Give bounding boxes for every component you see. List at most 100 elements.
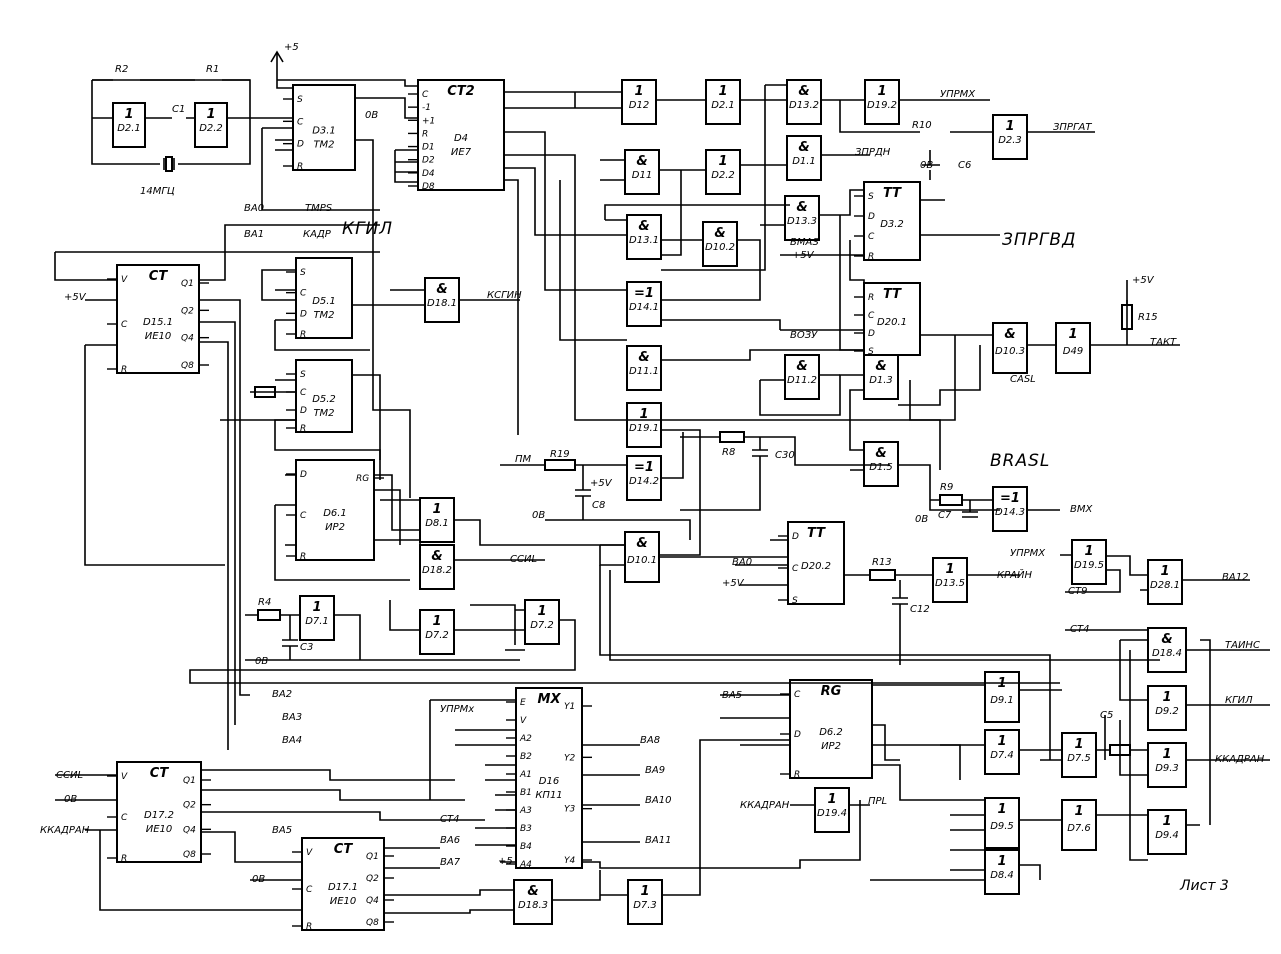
passive-label: C3 xyxy=(300,642,313,653)
component-designator: D9.1 xyxy=(990,695,1014,706)
component-designator: D11.1 xyxy=(629,366,659,377)
component-designator: D12 xyxy=(629,100,649,111)
component-body xyxy=(786,135,822,181)
signal-label: ВА5 xyxy=(722,690,742,701)
signal-label: УПРМх xyxy=(440,704,474,715)
signal-label: ЗПРДН xyxy=(855,147,891,158)
component-designator: D19.2 xyxy=(867,100,897,111)
component-designator: D20.1 xyxy=(877,317,907,328)
signal-label: ВА7 xyxy=(440,857,461,868)
component-type: 1 xyxy=(206,107,215,122)
component-designator: D15.1 xyxy=(143,317,173,328)
component-designator: D3.1 xyxy=(312,126,336,137)
pin-label: D1 xyxy=(422,143,435,153)
component-designator: ИЕ7 xyxy=(451,147,472,158)
signal-label: ККАДРАН xyxy=(740,800,790,811)
signal-label: ККАДРАН xyxy=(40,825,90,836)
pin-label: R xyxy=(300,552,306,562)
signal-label: ВА0 xyxy=(732,557,752,568)
component-designator: D10.3 xyxy=(995,346,1025,357)
component-type: 1 xyxy=(827,792,836,807)
pin-label: C xyxy=(794,690,801,700)
pin-label: C xyxy=(422,90,429,100)
signal-label: ККАДРАН xyxy=(1215,754,1265,765)
component-type: 1 xyxy=(997,854,1006,869)
pin-label: E xyxy=(520,698,526,708)
component-body xyxy=(627,879,663,925)
power-label: +5 xyxy=(284,42,299,53)
pin-label: A2 xyxy=(519,734,532,744)
signal-label: +5 xyxy=(498,856,513,867)
component-designator: D10.1 xyxy=(627,555,657,566)
component-d18_1: &D18.1 xyxy=(424,277,460,323)
component-type: 1 xyxy=(1162,747,1171,762)
pin-label: Q1 xyxy=(183,776,196,786)
signal-label: КАДР xyxy=(303,229,332,240)
component-body xyxy=(1147,559,1183,605)
component-body xyxy=(786,79,822,125)
component-type: 1 xyxy=(634,84,643,99)
component-designator: D7.1 xyxy=(305,616,329,627)
component-type: TT xyxy=(883,186,902,201)
component-designator: D2.3 xyxy=(998,135,1022,146)
pin-label: Q8 xyxy=(181,361,194,371)
component-designator: D18.1 xyxy=(427,298,457,309)
component-body xyxy=(992,322,1028,374)
component-type: 1 xyxy=(1162,814,1171,829)
signal-label: СТ4 xyxy=(1070,624,1089,635)
component-d13_2: &D13.2 xyxy=(786,79,822,125)
signal-label: ВА2 xyxy=(272,689,292,700)
signal-label: ТАКТ xyxy=(1150,337,1177,348)
component-designator: D4 xyxy=(454,133,468,144)
signal-label: ВА4 xyxy=(282,735,302,746)
pin-label: R xyxy=(868,293,874,303)
pin-label: S xyxy=(868,192,874,202)
pin-label: Q8 xyxy=(366,918,379,928)
signal-label: CASL xyxy=(1010,374,1036,385)
signal-label: СТ4 xyxy=(440,814,459,825)
pin-label: V xyxy=(121,275,128,285)
pin-label: D xyxy=(792,532,799,542)
pin-label: B3 xyxy=(520,824,532,834)
pin-label: D xyxy=(794,730,801,740)
component-body xyxy=(419,497,455,543)
component-d13_3: &D13.3 xyxy=(784,195,820,241)
component-designator: D28.1 xyxy=(1150,580,1180,591)
component-designator: D9.3 xyxy=(1155,763,1179,774)
pin-label: C xyxy=(121,813,128,823)
component-d7_3b: 1D7.2 xyxy=(524,599,560,645)
component-designator: D1.5 xyxy=(869,462,893,473)
component-body xyxy=(292,84,356,171)
component-d7_4: 1D7.4 xyxy=(984,729,1020,775)
component-designator: D6.2 xyxy=(819,727,843,738)
pin-label: S xyxy=(868,347,874,357)
passive-label: R15 xyxy=(1138,312,1158,323)
component-d22: 1D2.2 xyxy=(705,149,741,195)
component-designator: D9.4 xyxy=(1155,830,1179,841)
signal-label: ВА12 xyxy=(1222,572,1248,583)
wire-network xyxy=(54,50,1270,914)
component-d9_2: 1D9.2 xyxy=(1147,685,1187,731)
component-body xyxy=(992,486,1028,532)
component-designator: D18.4 xyxy=(1152,648,1182,659)
component-d1_3: &D1.3 xyxy=(863,354,899,400)
passive-label: R2 xyxy=(115,64,128,75)
component-designator: ИЕ10 xyxy=(330,896,357,907)
signal-label: ВМХ xyxy=(1070,504,1093,515)
signal-label: BRASL xyxy=(990,451,1050,471)
signal-label: ВОЗУ xyxy=(790,330,818,341)
passive-label: C1 xyxy=(172,104,185,115)
signal-label: ВА0 xyxy=(244,203,264,214)
pin-label: R xyxy=(868,252,874,262)
component-designator: D18.2 xyxy=(422,565,452,576)
component-designator: D6.1 xyxy=(323,508,347,519)
component-type: 1 xyxy=(124,107,133,122)
component-designator: TM2 xyxy=(313,140,334,151)
